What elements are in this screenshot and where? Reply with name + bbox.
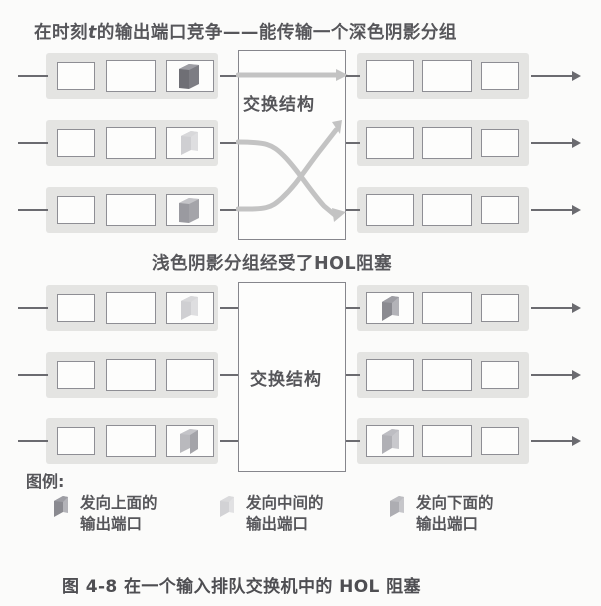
packet-light-icon — [218, 496, 238, 523]
input-cell-3-1 — [57, 196, 95, 224]
output-cell-b2-2 — [422, 359, 472, 391]
output-cell-b3-1 — [366, 425, 414, 457]
packet-dark-icon — [52, 496, 72, 523]
input-wire-b1 — [18, 307, 48, 309]
fabric-in-stub-2 — [220, 142, 238, 144]
input-cell-3-3 — [166, 194, 214, 226]
input-cell-b1-1 — [57, 294, 95, 322]
fabric-in-stub-b1 — [220, 307, 238, 309]
output-wire-b1 — [531, 307, 575, 309]
middle-diagram-title: 浅色阴影分组经受了HOL阻塞 — [152, 254, 393, 274]
fabric-out-stub-3 — [346, 209, 360, 211]
output-wire-2 — [531, 142, 575, 144]
switch-fabric-label-top: 交换结构 — [243, 95, 315, 115]
fabric-out-stub-b1 — [346, 307, 360, 309]
fabric-in-stub-3 — [220, 209, 238, 211]
output-cell-b1-3 — [481, 294, 519, 322]
legend-line-2: 输出端口 — [80, 515, 143, 533]
input-cell-1-1 — [57, 62, 95, 90]
output-wire-b3 — [531, 440, 575, 442]
output-arrow-3 — [572, 205, 581, 215]
legend-text-bottom-port: 发向下面的 输出端口 — [416, 493, 494, 535]
packet-light — [179, 131, 203, 157]
input-cell-b2-2 — [106, 359, 156, 391]
output-cell-b3-3 — [481, 427, 519, 455]
input-cell-b3-1 — [57, 427, 95, 455]
fabric-out-stub-b3 — [346, 440, 360, 442]
output-arrow-b3 — [572, 436, 581, 446]
input-cell-2-1 — [57, 129, 95, 157]
output-cell-b1-2 — [422, 292, 472, 324]
fabric-out-stub-1 — [346, 75, 360, 77]
output-arrow-b1 — [572, 303, 581, 313]
packet-dark — [175, 64, 205, 90]
switch-fabric-label-bottom: 交换结构 — [250, 370, 322, 390]
fabric-in-stub-b2 — [220, 374, 238, 376]
packet-medium — [177, 429, 205, 455]
output-arrow-2 — [572, 138, 581, 148]
legend-text-middle-port: 发向中间的 输出端口 — [246, 493, 324, 535]
output-wire-3 — [531, 209, 575, 211]
top-title-part-b: 的输出端口竞争——能传输一个深色阴影分组 — [96, 23, 457, 43]
output-cell-b3-2 — [422, 425, 472, 457]
switch-fabric-bottom — [238, 282, 346, 472]
output-arrow-b2 — [572, 370, 581, 380]
fabric-in-stub-1 — [220, 75, 238, 77]
legend-text-top-port: 发向上面的 输出端口 — [80, 493, 158, 535]
input-cell-2-2 — [106, 127, 156, 159]
input-cell-b3-2 — [106, 425, 156, 457]
legend-line-2: 输出端口 — [246, 515, 309, 533]
packet-medium — [379, 429, 405, 455]
output-cell-2-1 — [366, 127, 414, 159]
packet-light — [179, 296, 203, 322]
packet-dark — [379, 296, 405, 322]
fabric-routing-paths-top — [236, 69, 348, 222]
top-title-part-a: 在时刻 — [34, 23, 88, 43]
output-cell-1-2 — [422, 60, 472, 92]
input-cell-2-3 — [166, 127, 214, 159]
packet-medium — [175, 198, 205, 224]
fabric-out-stub-2 — [346, 142, 360, 144]
input-cell-3-2 — [106, 194, 156, 226]
output-cell-2-2 — [422, 127, 472, 159]
input-cell-1-2 — [106, 60, 156, 92]
top-title-variable-t: t — [88, 23, 97, 43]
output-wire-1 — [531, 75, 575, 77]
legend-line-1: 发向下面的 — [416, 494, 494, 512]
input-cell-b1-2 — [106, 292, 156, 324]
output-wire-b2 — [531, 374, 575, 376]
input-cell-1-3 — [166, 60, 214, 92]
output-cell-3-3 — [481, 196, 519, 224]
output-cell-1-1 — [366, 60, 414, 92]
input-wire-2 — [18, 142, 48, 144]
output-cell-b1-1 — [366, 292, 414, 324]
fabric-out-stub-b2 — [346, 374, 360, 376]
output-cell-3-1 — [366, 194, 414, 226]
output-cell-b2-3 — [481, 361, 519, 389]
packet-medium-icon — [388, 496, 408, 523]
input-cell-b2-3 — [166, 359, 214, 391]
output-cell-3-2 — [422, 194, 472, 226]
input-wire-b3 — [18, 440, 48, 442]
fabric-in-stub-b3 — [220, 440, 238, 442]
output-cell-1-3 — [481, 62, 519, 90]
legend-heading: 图例: — [26, 472, 65, 491]
input-cell-b3-3 — [166, 425, 214, 457]
figure-caption: 图 4-8 在一个输入排队交换机中的 HOL 阻塞 — [62, 577, 421, 597]
input-cell-b1-3 — [166, 292, 214, 324]
input-cell-b2-1 — [57, 361, 95, 389]
output-cell-2-3 — [481, 129, 519, 157]
legend-line-1: 发向中间的 — [246, 494, 324, 512]
output-cell-b2-1 — [366, 359, 414, 391]
input-wire-b2 — [18, 374, 48, 376]
top-diagram-title: 在时刻t的输出端口竞争——能传输一个深色阴影分组 — [34, 19, 457, 44]
legend-line-1: 发向上面的 — [80, 494, 158, 512]
output-arrow-1 — [572, 71, 581, 81]
legend-line-2: 输出端口 — [416, 515, 479, 533]
input-wire-3 — [18, 209, 48, 211]
input-wire-1 — [18, 75, 48, 77]
